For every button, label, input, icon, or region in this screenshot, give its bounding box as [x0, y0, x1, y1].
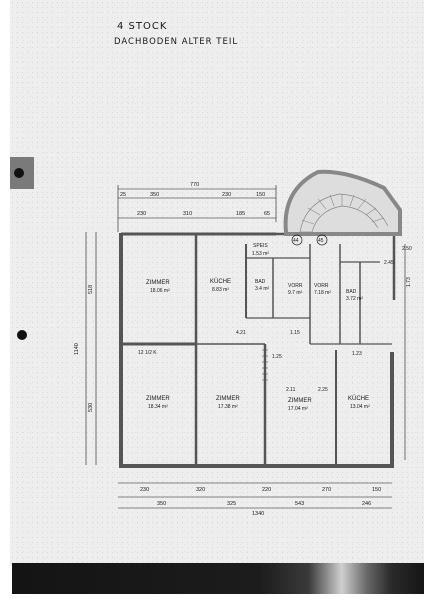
dim-bottom1-e: 150 [372, 487, 381, 493]
dim-misc-0: 12 1/2 K [138, 350, 157, 356]
room-area-bad-2: 3.72 m² [346, 296, 363, 302]
dim-top2-a: 230 [137, 211, 146, 217]
dim-bottom2-c: 543 [295, 501, 304, 507]
dim-bottom2-d: 246 [362, 501, 371, 507]
room-name-kueche-1: KÜCHE [210, 278, 231, 285]
room-name-speis: SPEIS [253, 243, 268, 249]
dim-top2-d: 65 [264, 211, 270, 217]
room-area-vorr-1: 9.7 m² [288, 290, 303, 296]
unit-circle-44 [291, 234, 303, 246]
paper-sheet [10, 0, 424, 566]
dim-left-2: 530 [88, 403, 94, 412]
dim-bottom-total: 1340 [252, 511, 264, 517]
room-area-speis: 1.53 m² [252, 251, 269, 257]
unit-number-45: 45 [318, 238, 324, 244]
hatch-marks [262, 349, 268, 381]
punch-hole-top [14, 168, 24, 178]
room-name-bad-2: BAD [346, 289, 357, 295]
room-area-zimmer-2: 18.34 m² [148, 404, 168, 410]
dim-left-total: 1140 [74, 343, 80, 355]
room-area-zimmer-3: 17.38 m² [218, 404, 238, 410]
punch-hole-bottom [17, 330, 27, 340]
room-area-zimmer-4: 17.04 m² [288, 406, 308, 412]
dim-misc-9: 1.73 [406, 277, 412, 287]
stair-tower [283, 169, 402, 236]
dim-left-1: 518 [88, 285, 94, 294]
room-name-kueche-2: KÜCHE [348, 395, 369, 402]
unit-number-44: 44 [293, 238, 299, 244]
dim-misc-4: 2.11 [286, 387, 296, 393]
dim-misc-5: 2.25 [318, 387, 328, 393]
dim-bottom2-a: 350 [157, 501, 166, 507]
dim-top2-b: 310 [183, 211, 192, 217]
dim-top2-c: 185 [236, 211, 245, 217]
walls [119, 232, 396, 468]
dim-top1-d: 150 [256, 192, 265, 198]
dim-top1-c: 230 [222, 192, 231, 198]
dim-misc-7: 1.23 [352, 351, 362, 357]
room-area-vorr-2: 7.18 m² [314, 290, 331, 296]
dim-top1-a: 25 [120, 192, 126, 198]
dim-misc-6: 2.45 [384, 260, 394, 266]
room-name-vorr-2: VORR [314, 283, 329, 289]
dimension-lines [85, 185, 406, 509]
room-area-kueche-1: 8.83 m² [212, 287, 229, 293]
dim-misc-1: 1.15 [290, 330, 300, 336]
plan-subtitle: DACHBODEN ALTER TEIL [114, 37, 239, 47]
room-name-zimmer-2: ZIMMER [146, 396, 170, 402]
dim-misc-8: 2.50 [402, 246, 412, 252]
room-name-zimmer-4: ZIMMER [288, 398, 312, 404]
room-name-bad-1: BAD [255, 279, 266, 285]
dim-bottom1-c: 220 [262, 487, 271, 493]
dim-bottom2-b: 325 [227, 501, 236, 507]
dim-bottom1-a: 230 [140, 487, 149, 493]
room-name-zimmer-3: ZIMMER [216, 396, 240, 402]
room-area-bad-1: 3.4 m² [255, 286, 270, 292]
room-name-zimmer-1: ZIMMER [146, 280, 170, 286]
dim-misc-3: 1.25 [272, 354, 282, 360]
plan-title: 4 STOCK [117, 21, 168, 32]
room-name-vorr-1: VORR [288, 283, 303, 289]
paper-texture [10, 0, 424, 566]
room-area-kueche-2: 13.04 m² [350, 404, 370, 410]
room-area-zimmer-1: 18.06 m² [150, 288, 170, 294]
dim-bottom1-b: 320 [196, 487, 205, 493]
dim-bottom1-d: 270 [322, 487, 331, 493]
dim-top1-b: 350 [150, 192, 159, 198]
unit-circle-45 [316, 234, 328, 246]
dim-top-total: 770 [190, 182, 199, 188]
scan-edge-bar [12, 563, 424, 594]
dim-misc-2: 4.21 [236, 330, 246, 336]
